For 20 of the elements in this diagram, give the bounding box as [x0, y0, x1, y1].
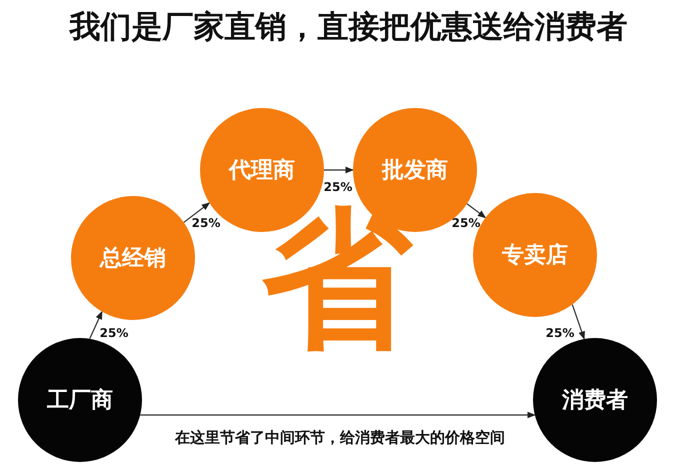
node-label: 专卖店	[502, 242, 568, 270]
edge-label: 25%	[546, 326, 574, 340]
arrow	[572, 304, 585, 340]
arrow	[466, 203, 486, 218]
node-label: 消费者	[562, 387, 628, 415]
node-label: 批发商	[382, 157, 448, 185]
node-label: 工厂商	[47, 387, 113, 415]
arrow	[183, 202, 210, 223]
edge-label: 25%	[324, 180, 352, 194]
edge-label: 25%	[452, 216, 480, 230]
arrow	[324, 166, 354, 174]
edge-label: 在这里节省了中间环节，给消费者最大的价格空间	[175, 428, 505, 448]
edge-label: 25%	[100, 326, 128, 340]
arrow	[89, 310, 103, 340]
large-character: 省	[262, 205, 412, 355]
node-label: 代理商	[229, 157, 295, 185]
title: 我们是厂家直销，直接把优惠送给消费者	[68, 8, 628, 47]
node-label: 总经销	[100, 245, 166, 273]
edge-label: 25%	[192, 216, 220, 230]
arrow	[140, 412, 536, 418]
